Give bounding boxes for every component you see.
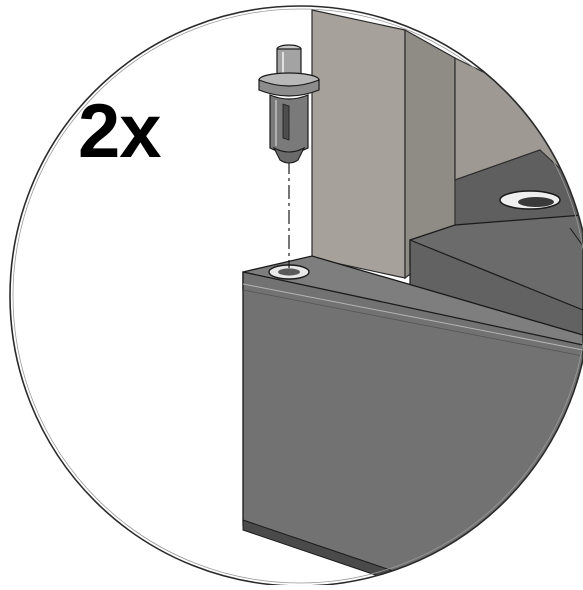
push-pin-fastener-icon [258,44,320,164]
upper-slab-front [409,239,583,336]
back-wall-panel [311,9,406,279]
callout-line [569,227,583,247]
front-block-edge-shadow [242,289,583,357]
quantity-label: 2x [78,89,162,174]
detail-circle-inner-border [12,8,583,584]
target-hole-inner [278,268,300,276]
mounting-hole-inner [518,197,554,207]
detail-scene [242,9,583,586]
front-block-edge-highlight [242,283,583,351]
